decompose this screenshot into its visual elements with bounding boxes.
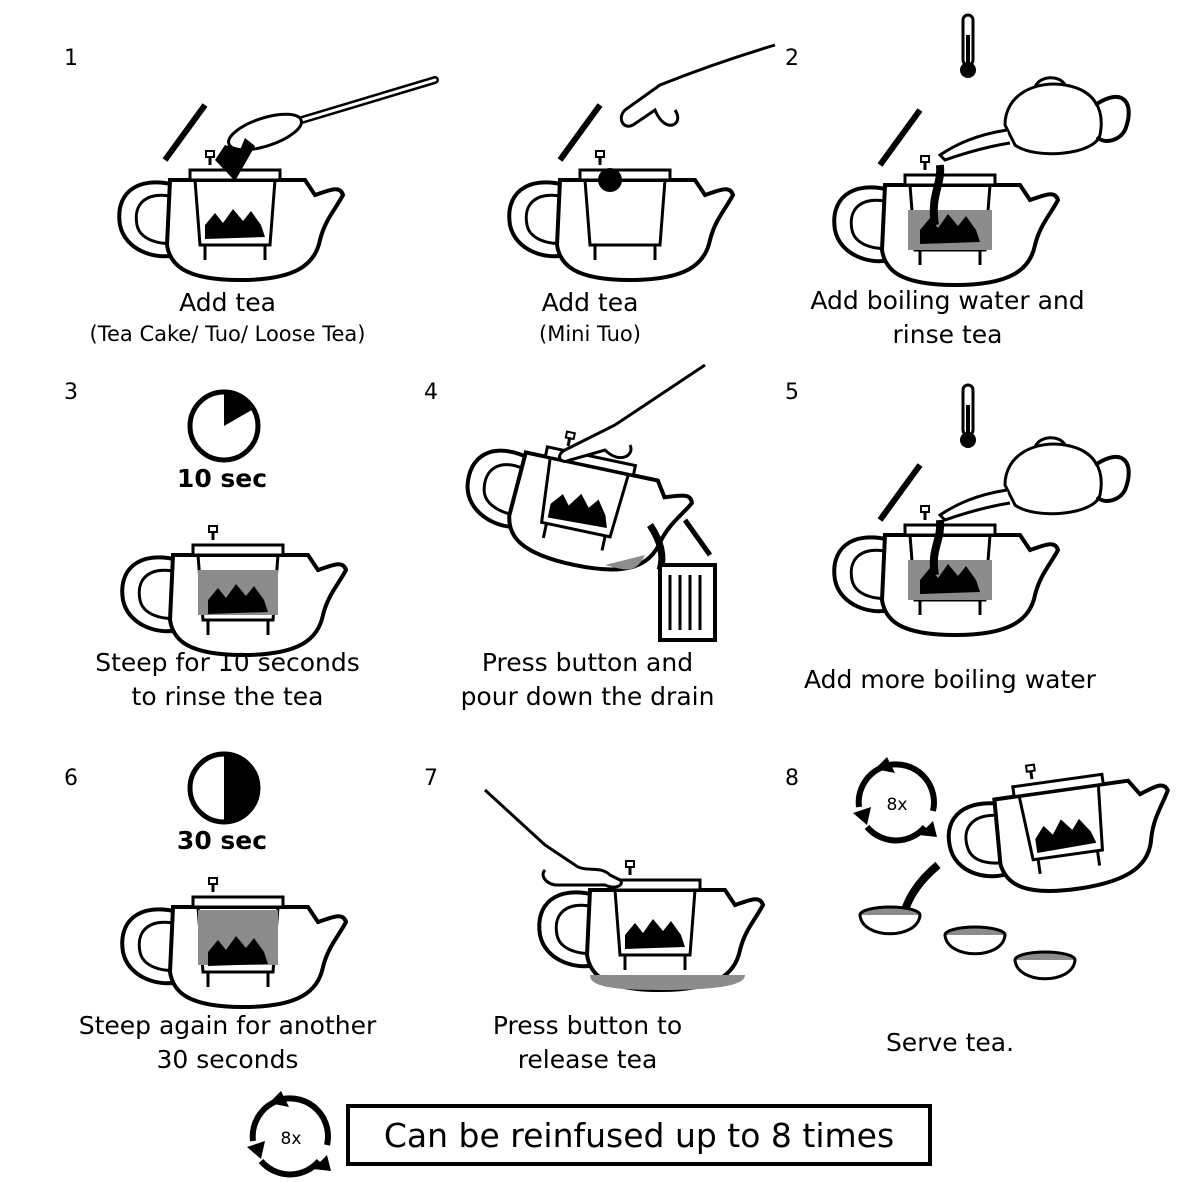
step-2-title-line2: rinse tea bbox=[892, 320, 1003, 349]
lid-icon bbox=[557, 103, 603, 162]
step-5-illustration bbox=[832, 383, 1131, 637]
step-2-illustration bbox=[832, 13, 1131, 287]
footer-cycle-label: 8x bbox=[281, 1129, 302, 1149]
step-7-title-line1: Press button to bbox=[492, 1011, 683, 1040]
step-6-title-line1: Steep again for another bbox=[78, 1011, 377, 1040]
hand-icon bbox=[483, 788, 623, 889]
step-8-cycle-icon: 8x bbox=[852, 758, 942, 848]
footer-cycle-icon: 8x bbox=[246, 1092, 336, 1182]
kettle-icon bbox=[938, 435, 1131, 522]
tea-cup-icon bbox=[943, 925, 1007, 956]
step-8-caption: Serve tea. bbox=[840, 1026, 1060, 1060]
step-1-illustration bbox=[117, 76, 439, 282]
step-8-number: 8 bbox=[785, 766, 799, 791]
step-4-number: 4 bbox=[424, 380, 438, 405]
timer-fill bbox=[224, 392, 254, 426]
hand-icon bbox=[619, 43, 776, 128]
step-6-title-line2: 30 seconds bbox=[156, 1045, 299, 1074]
drain-icon bbox=[658, 563, 717, 642]
step-1-caption: Add tea (Tea Cake/ Tuo/ Loose Tea) bbox=[40, 286, 415, 348]
step-4-title-line1: Press button and bbox=[481, 648, 694, 677]
step-6-caption: Steep again for another 30 seconds bbox=[45, 1009, 410, 1077]
step-1-number: 1 bbox=[64, 46, 78, 71]
step-5-caption: Add more boiling water bbox=[780, 663, 1120, 697]
thermometer-icon bbox=[958, 13, 978, 80]
step-6-timer-label: 30 sec bbox=[176, 826, 268, 855]
step-8-illustration bbox=[858, 744, 1182, 981]
hand-icon bbox=[558, 363, 706, 463]
step-6-timer-icon bbox=[187, 751, 261, 825]
reinfuse-banner-text: Can be reinfused up to 8 times bbox=[383, 1115, 895, 1155]
step-1-title: Add tea bbox=[179, 288, 276, 317]
timer-fill bbox=[224, 754, 258, 822]
water-stream-icon bbox=[929, 164, 945, 226]
step-4-caption: Press button and pour down the drain bbox=[435, 646, 740, 714]
step-2-number: 2 bbox=[785, 46, 799, 71]
step-7-illustration bbox=[483, 788, 765, 992]
step-1-subtitle: (Tea Cake/ Tuo/ Loose Tea) bbox=[89, 322, 366, 346]
step-1b-caption: Add tea (Mini Tuo) bbox=[470, 286, 710, 348]
step-5-number: 5 bbox=[785, 380, 799, 405]
step-1b-title: Add tea bbox=[541, 288, 639, 317]
lid-icon bbox=[162, 103, 208, 162]
step-1b-subtitle: (Mini Tuo) bbox=[539, 322, 641, 346]
tea-cup-icon bbox=[1013, 950, 1077, 981]
thermometer-icon bbox=[958, 383, 978, 450]
lid-icon bbox=[877, 108, 923, 167]
step-8-cycle-label: 8x bbox=[887, 795, 908, 815]
step-3-illustration bbox=[120, 524, 348, 657]
step-3-number: 3 bbox=[64, 380, 78, 405]
step-7-title-line2: release tea bbox=[517, 1045, 658, 1074]
step-6-number: 6 bbox=[64, 766, 78, 791]
step-3-title-line1: Steep for 10 seconds bbox=[95, 648, 360, 677]
step-2-title-line1: Add boiling water and bbox=[810, 286, 1085, 315]
step-2-caption: Add boiling water and rinse tea bbox=[780, 284, 1115, 352]
step-4-title-line2: pour down the drain bbox=[460, 682, 715, 711]
step-5-title-line1: Add more boiling water bbox=[804, 665, 1096, 694]
step-8-title-line1: Serve tea. bbox=[885, 1028, 1015, 1057]
mini-tuo-icon bbox=[598, 168, 622, 192]
tea-cup-icon bbox=[858, 905, 922, 936]
pour-stream-icon bbox=[901, 861, 941, 912]
step-1b-illustration bbox=[507, 43, 776, 282]
step-4-illustration bbox=[453, 363, 717, 642]
step-6-illustration bbox=[120, 876, 348, 1009]
step-3-caption: Steep for 10 seconds to rinse the tea bbox=[60, 646, 395, 714]
step-7-number: 7 bbox=[424, 766, 438, 791]
step-3-timer-label: 10 sec bbox=[176, 464, 268, 493]
step-3-timer-icon bbox=[187, 389, 261, 463]
water-stream-icon bbox=[929, 519, 945, 576]
lid-icon bbox=[877, 463, 923, 522]
kettle-icon bbox=[938, 75, 1131, 162]
step-3-title-line2: to rinse the tea bbox=[131, 682, 324, 711]
reinfuse-banner: Can be reinfused up to 8 times bbox=[346, 1104, 932, 1166]
step-7-caption: Press button to release tea bbox=[445, 1009, 730, 1077]
